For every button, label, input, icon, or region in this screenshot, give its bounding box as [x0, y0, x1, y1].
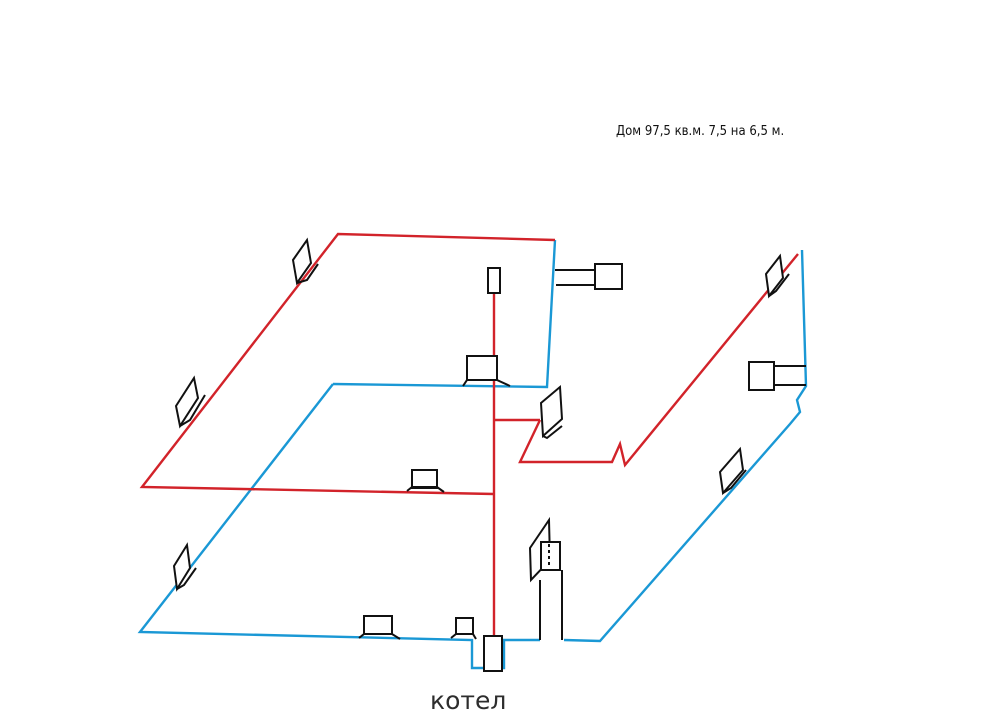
- radiator-middle-front: [406, 469, 445, 493]
- house-info-label: Дом 97,5 кв.м. 7,5 на 6,5 м.: [616, 124, 784, 139]
- radiator-lower-front-2: [450, 617, 477, 640]
- radiator-upper-left-1: [291, 237, 319, 286]
- radiator-upper-right: [555, 263, 623, 290]
- boiler: [483, 635, 503, 672]
- return-pipe-right-wing: [563, 249, 808, 643]
- supply-pipes: [139, 232, 799, 644]
- radiator-right-wing-lower: [718, 446, 747, 496]
- return-pipe-upper-floor: [332, 239, 557, 389]
- radiator-upper-left-2: [174, 375, 206, 429]
- supply-pipe-right-wing: [518, 253, 799, 468]
- water-heater-unit: [528, 516, 563, 640]
- radiators: [172, 237, 806, 672]
- radiator-upper-center: [462, 355, 511, 387]
- radiator-right-wing-side: [748, 361, 806, 391]
- boiler-label: котел: [430, 686, 506, 715]
- radiator-right-wing-top: [764, 253, 790, 299]
- radiator-lower-left: [172, 542, 197, 592]
- return-pipe-lower-floor: [137, 383, 540, 670]
- riser-valve-box: [487, 267, 501, 294]
- supply-pipe-upper-loop: [139, 232, 556, 496]
- return-pipes: [137, 239, 808, 670]
- radiator-lower-front-1: [358, 615, 401, 640]
- radiator-middle-right: [539, 384, 564, 440]
